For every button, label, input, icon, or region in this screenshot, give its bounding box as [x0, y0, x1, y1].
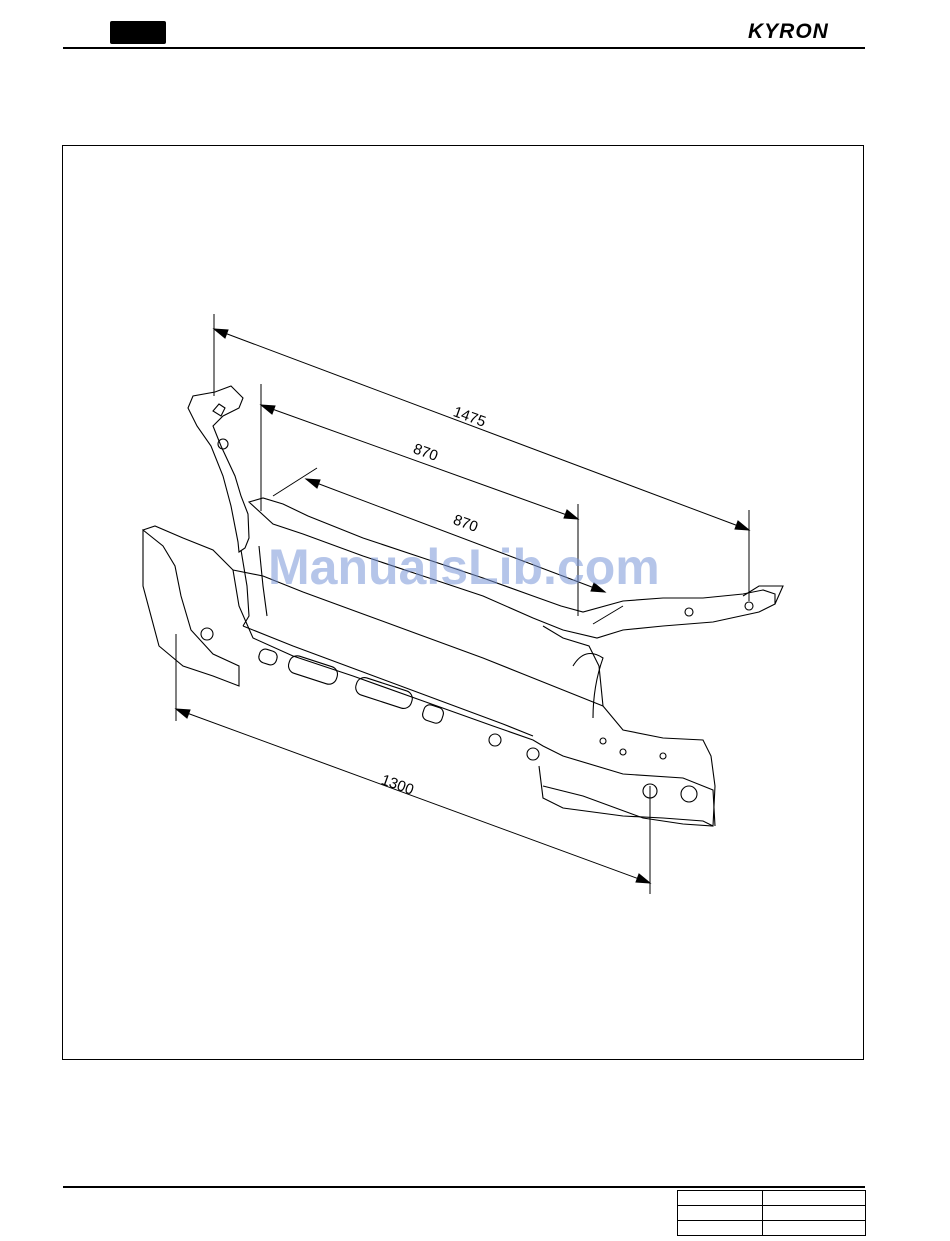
- table-cell: [678, 1221, 763, 1236]
- footer-divider: [63, 1186, 865, 1188]
- table-row: [678, 1206, 866, 1221]
- dimension-line-870-top: [261, 405, 578, 519]
- watermark: ManualsLib.com: [268, 538, 660, 596]
- table-row: [678, 1221, 866, 1236]
- dimension-line-1300: [176, 709, 650, 883]
- dimension-label-870-mid: 870: [451, 511, 480, 536]
- table-cell: [763, 1221, 866, 1236]
- section-tab: [110, 21, 166, 44]
- table-cell: [763, 1206, 866, 1221]
- front-end-carrier-drawing: [143, 386, 783, 826]
- table-row: [678, 1191, 866, 1206]
- figure-frame: 1475 870 870 1300: [62, 145, 864, 1060]
- frame-drawing: 1475 870 870 1300: [63, 146, 865, 1061]
- table-cell: [678, 1206, 763, 1221]
- table-cell: [678, 1191, 763, 1206]
- footer-revision-table: [677, 1190, 866, 1236]
- dimension-label-1300: 1300: [379, 771, 416, 798]
- dimension-label-870-top: 870: [411, 440, 440, 465]
- header-divider: [63, 47, 865, 49]
- table-cell: [763, 1191, 866, 1206]
- dimension-label-1475: 1475: [451, 403, 488, 430]
- brand-logo: KYRON: [748, 20, 829, 44]
- extension-line: [593, 606, 623, 624]
